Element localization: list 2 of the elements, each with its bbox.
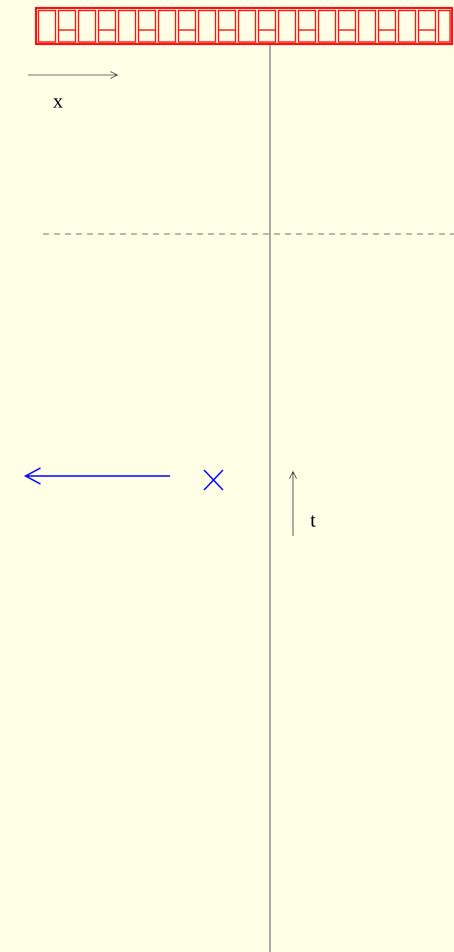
axis-label: x <box>53 98 63 108</box>
axis-label: t <box>310 515 316 527</box>
